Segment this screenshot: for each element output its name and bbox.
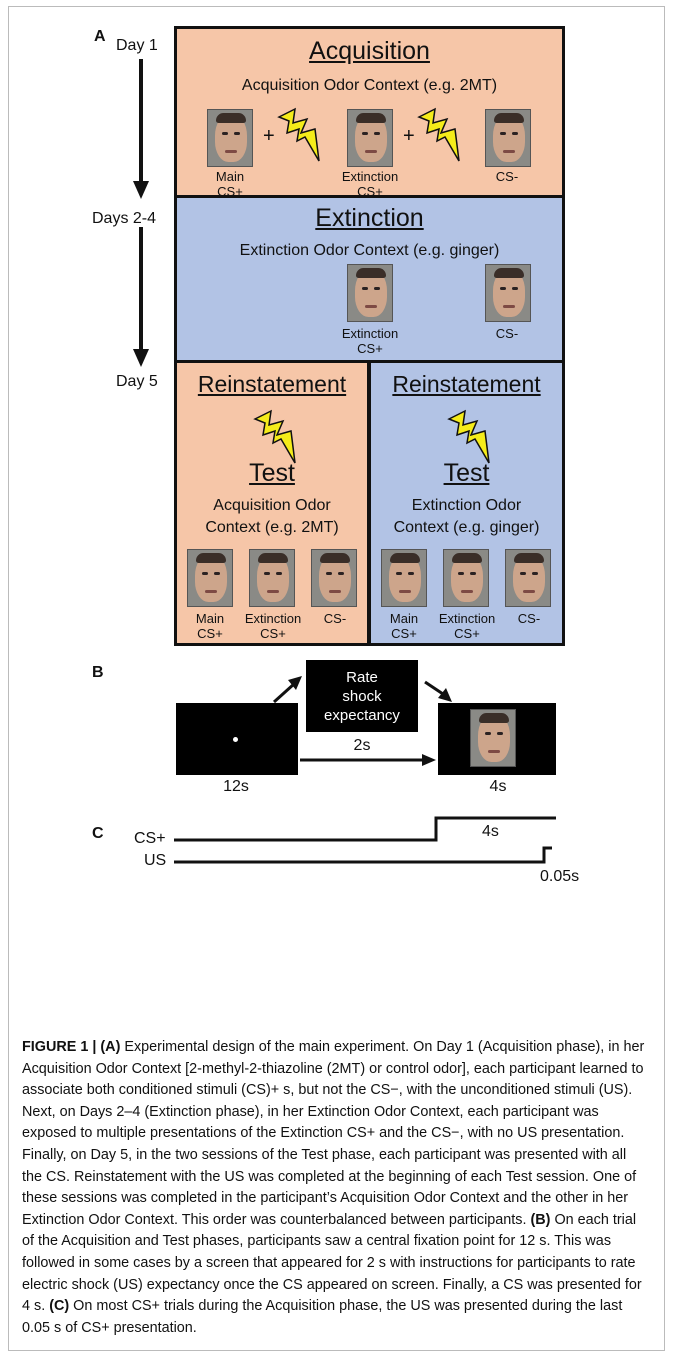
rate-duration: 2s bbox=[353, 737, 371, 754]
caption-figure-number: FIGURE 1 | bbox=[22, 1039, 101, 1055]
extinction-title: Extinction bbox=[315, 204, 424, 232]
cs-minus-label: CS- bbox=[495, 326, 519, 341]
main-cs-plus-face bbox=[187, 549, 233, 607]
cs-minus-face bbox=[485, 264, 531, 322]
test-context-line2: Context (e.g. ginger) bbox=[393, 519, 540, 536]
timing-traces bbox=[174, 816, 556, 864]
acquisition-context: Acquisition Odor Context (e.g. 2MT) bbox=[241, 77, 498, 94]
main-cs-plus-face bbox=[381, 549, 427, 607]
us-trace-label: US bbox=[144, 852, 167, 869]
reinstatement-acquisition-panel: Reinstatement Test Acquisition Odor Cont… bbox=[174, 360, 370, 646]
cs-screen bbox=[438, 703, 556, 775]
test-context-line1: Extinction Odor bbox=[411, 497, 522, 514]
panel-a-label: A bbox=[94, 28, 106, 45]
test-context-line1: Acquisition Odor bbox=[213, 497, 331, 514]
timeline-arrows bbox=[133, 59, 149, 367]
cs-minus-label: CS- bbox=[495, 169, 519, 184]
main-cs-plus-face bbox=[207, 109, 253, 167]
shock-icon bbox=[277, 107, 320, 162]
cs-minus-label: CS- bbox=[517, 611, 541, 626]
reinstatement-title: Reinstatement bbox=[392, 371, 541, 397]
panel-c-label: C bbox=[92, 825, 104, 842]
day5-label: Day 5 bbox=[116, 373, 158, 390]
fixation-duration: 12s bbox=[223, 778, 249, 795]
extinction-panel: Extinction Extinction Odor Context (e.g.… bbox=[174, 195, 565, 363]
test-context-line2: Context (e.g. 2MT) bbox=[205, 519, 339, 536]
figure-frame bbox=[8, 6, 665, 1351]
panel-b-label: B bbox=[92, 664, 104, 681]
cs-duration: 4s bbox=[489, 778, 507, 795]
fixation-point bbox=[233, 737, 238, 742]
cs-minus-face bbox=[311, 549, 357, 607]
cs-minus-face bbox=[505, 549, 551, 607]
day1-label: Day 1 bbox=[116, 37, 158, 54]
figure-caption: FIGURE 1 | (A) Experimental design of th… bbox=[22, 1037, 647, 1339]
shock-icon bbox=[447, 409, 490, 464]
reinstatement-extinction-panel: Reinstatement Test Extinction Odor Conte… bbox=[368, 360, 565, 646]
extinction-context: Extinction Odor Context (e.g. ginger) bbox=[239, 242, 500, 259]
cs-minus-face bbox=[485, 109, 531, 167]
caption-a-marker: (A) bbox=[100, 1039, 121, 1055]
reinstatement-title: Reinstatement bbox=[197, 371, 347, 397]
fixation-screen bbox=[176, 703, 298, 775]
plus-sign-2: + bbox=[403, 125, 415, 147]
test-title: Test bbox=[249, 459, 295, 487]
extinction-cs-plus-face bbox=[249, 549, 295, 607]
cs-plus-trace-label: CS+ bbox=[134, 830, 166, 847]
caption-a-text: Experimental design of the main experime… bbox=[22, 1039, 645, 1228]
caption-c-text: On most CS+ trials during the Acquisitio… bbox=[22, 1298, 623, 1336]
acquisition-panel: Acquisition Acquisition Odor Context (e.… bbox=[174, 26, 565, 199]
extinction-cs-plus-face bbox=[443, 549, 489, 607]
cs-minus-label: CS- bbox=[323, 611, 347, 626]
test-title: Test bbox=[443, 459, 490, 487]
caption-c-marker: (C) bbox=[49, 1298, 70, 1315]
cs-plus-duration: 4s bbox=[482, 823, 499, 840]
caption-b-marker: (B) bbox=[530, 1211, 551, 1228]
acquisition-title: Acquisition bbox=[309, 37, 430, 65]
cs-face bbox=[470, 709, 516, 767]
trial-flow-arrows bbox=[272, 676, 452, 766]
shock-icon-2 bbox=[417, 107, 460, 162]
extinction-cs-plus-face bbox=[347, 264, 393, 322]
us-duration: 0.05s bbox=[540, 868, 580, 885]
extinction-cs-plus-face bbox=[347, 109, 393, 167]
shock-icon bbox=[253, 409, 296, 464]
caption-b-text: On each trial of the Acquisition and Tes… bbox=[22, 1211, 642, 1315]
plus-sign: + bbox=[263, 125, 275, 147]
days24-label: Days 2-4 bbox=[92, 210, 157, 227]
